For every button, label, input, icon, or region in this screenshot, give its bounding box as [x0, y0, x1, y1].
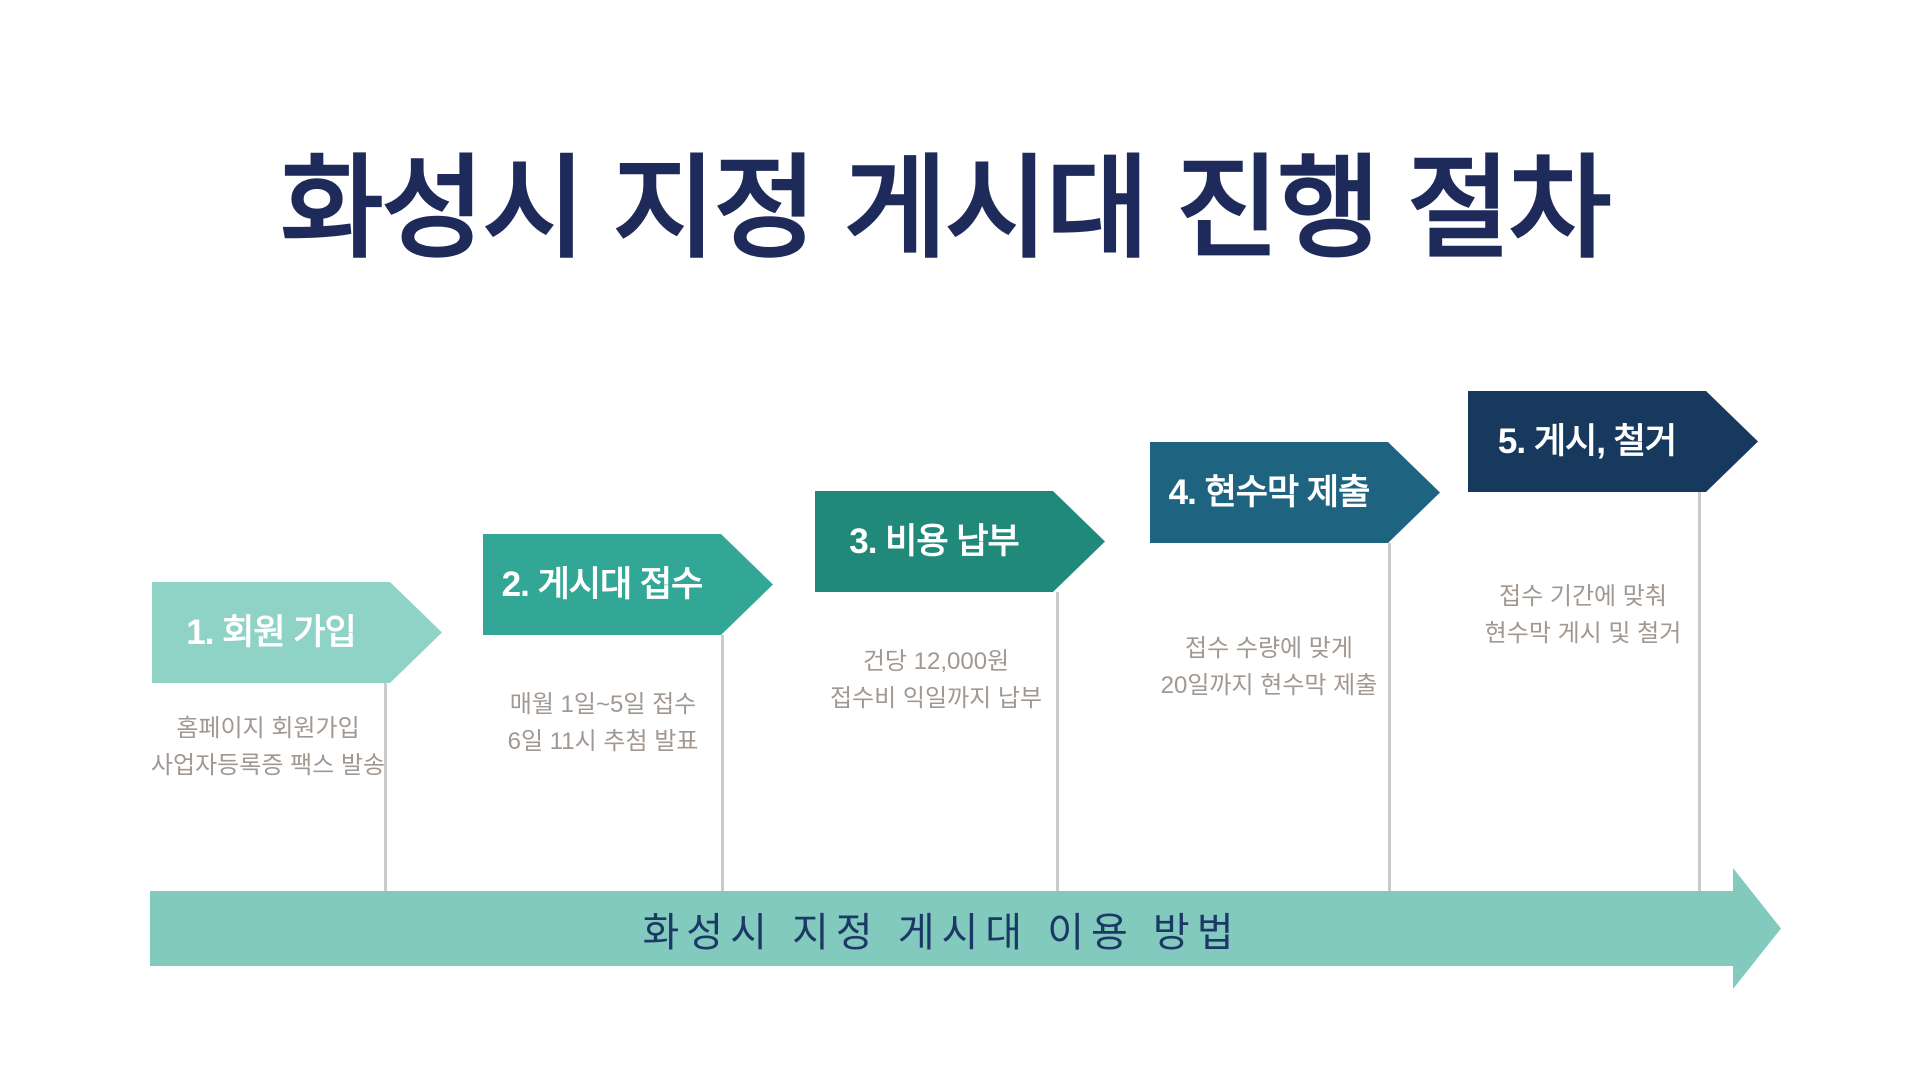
step-2-description-line-1: 매월 1일~5일 접수: [509, 691, 697, 718]
step-1-description: 홈페이지 회원가입 사업자등록증 팩스 발송: [88, 710, 448, 784]
step-5-description: 접수 기간에 맞춰 현수막 게시 및 철거: [1403, 578, 1763, 652]
step-3-label: 3. 비용 납부: [849, 522, 1019, 561]
step-5-description-line-1: 접수 기간에 맞춰: [1499, 583, 1667, 610]
step-2-connector-line: [721, 635, 724, 891]
step-2-description-line-2: 6일 11시 추첨 발표: [507, 728, 699, 755]
step-2-description: 매월 1일~5일 접수 6일 11시 추첨 발표: [423, 686, 783, 760]
step-5-description-line-2: 현수막 게시 및 철거: [1484, 620, 1682, 647]
step-1-label: 1. 회원 가입: [186, 613, 356, 652]
step-5-label: 5. 게시, 철거: [1497, 422, 1677, 461]
step-3-description-line-1: 건당 12,000원: [862, 648, 1010, 675]
step-1-arrow: 1. 회원 가입: [152, 582, 442, 683]
step-4-description: 접수 수량에 맞게 20일까지 현수막 제출: [1089, 630, 1449, 704]
step-1-connector-line: [384, 683, 387, 891]
step-4-connector-line: [1388, 543, 1391, 891]
step-4-description-line-2: 20일까지 현수막 제출: [1160, 672, 1378, 699]
step-1-description-line-1: 홈페이지 회원가입: [176, 715, 360, 742]
step-3-description: 건당 12,000원 접수비 익일까지 납부: [756, 643, 1116, 717]
page-title: 화성시 지정 게시대 진행 절차: [280, 146, 1612, 271]
step-5-arrow: 5. 게시, 철거: [1468, 391, 1758, 492]
usage-bar-label: 화성시 지정 게시대 이용 방법: [642, 910, 1241, 955]
step-4-description-line-1: 접수 수량에 맞게: [1185, 635, 1353, 662]
usage-bar: 화성시 지정 게시대 이용 방법: [150, 891, 1733, 966]
step-2-arrow: 2. 게시대 접수: [483, 534, 773, 635]
step-2-label: 2. 게시대 접수: [501, 565, 704, 604]
step-3-arrow: 3. 비용 납부: [815, 491, 1105, 592]
step-4-label: 4. 현수막 제출: [1168, 473, 1371, 512]
step-5-connector-line: [1698, 492, 1701, 891]
step-1-description-line-2: 사업자등록증 팩스 발송: [150, 752, 386, 779]
step-3-connector-line: [1056, 592, 1059, 891]
usage-bar-arrowhead-icon: [1733, 868, 1781, 989]
step-4-arrow: 4. 현수막 제출: [1150, 442, 1440, 543]
step-3-description-line-2: 접수비 익일까지 납부: [829, 685, 1043, 712]
